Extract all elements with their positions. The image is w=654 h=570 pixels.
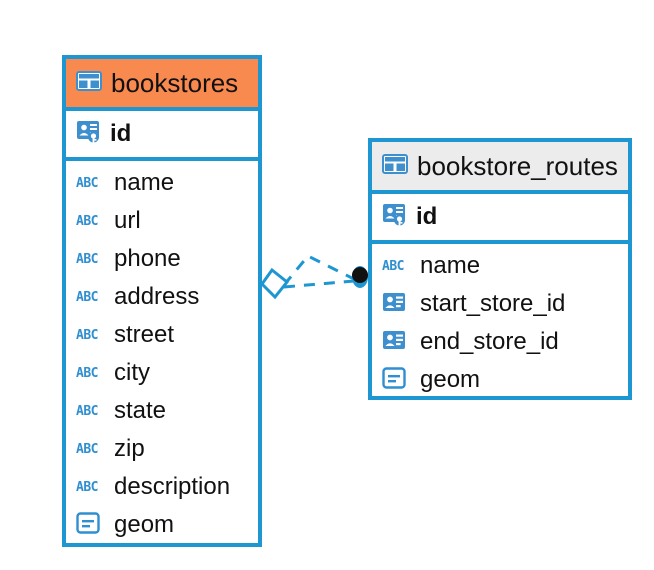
- abc-icon: ABC: [76, 213, 98, 229]
- field-row-name[interactable]: ABC name: [372, 247, 628, 285]
- pk-section-bookstore-routes: id: [372, 190, 628, 244]
- abc-icon: ABC: [76, 441, 98, 457]
- abc-icon: ABC: [76, 365, 98, 381]
- dot-filled-marker-ring: [352, 266, 368, 288]
- entity-header-bookstore-routes: bookstore_routes: [372, 142, 628, 190]
- primary-key-icon: [382, 202, 408, 233]
- field-label-name: name: [420, 252, 481, 279]
- field-label-geom: geom: [420, 366, 481, 393]
- abc-icon: ABC: [76, 327, 98, 343]
- relationship-line-lower: [283, 279, 355, 289]
- field-row-phone[interactable]: ABC phone: [66, 240, 258, 278]
- dot-filled-marker: [352, 267, 368, 283]
- geometry-icon: [76, 511, 106, 539]
- foreign-key-icon: [382, 329, 412, 356]
- entity-title-bookstore-routes: bookstore_routes: [417, 151, 618, 181]
- field-row-description[interactable]: ABC description: [66, 468, 258, 506]
- relationship-line-upper: [282, 254, 355, 286]
- field-row-id[interactable]: id: [372, 194, 628, 240]
- field-label-state: state: [114, 397, 167, 424]
- field-row-url[interactable]: ABC url: [66, 202, 258, 240]
- field-row-geom[interactable]: geom: [372, 361, 628, 399]
- field-label-geom: geom: [114, 511, 175, 538]
- field-row-geom[interactable]: geom: [66, 506, 258, 544]
- diamond-open-marker: [260, 267, 290, 300]
- field-row-address[interactable]: ABC address: [66, 278, 258, 316]
- entity-table-bookstores[interactable]: bookstores: [62, 55, 262, 547]
- table-icon: [382, 153, 408, 179]
- entity-header-bookstores: bookstores: [66, 59, 258, 107]
- field-label-end-store-id: end_store_id: [420, 328, 559, 355]
- field-row-name[interactable]: ABC name: [66, 164, 258, 202]
- field-label-phone: phone: [114, 245, 181, 272]
- field-row-end-store-id[interactable]: end_store_id: [372, 323, 628, 361]
- field-label-url: url: [114, 207, 141, 234]
- field-row-state[interactable]: ABC state: [66, 392, 258, 430]
- entity-title-bookstores: bookstores: [111, 68, 239, 98]
- field-row-id[interactable]: id: [66, 111, 258, 157]
- field-row-city[interactable]: ABC city: [66, 354, 258, 392]
- foreign-key-icon: [382, 291, 412, 318]
- field-label-name: name: [114, 169, 175, 196]
- abc-icon: ABC: [76, 251, 98, 267]
- field-label-id: id: [416, 203, 438, 230]
- field-label-city: city: [114, 359, 150, 386]
- abc-icon: ABC: [76, 289, 98, 305]
- field-label-street: street: [114, 321, 175, 348]
- field-label-id: id: [110, 120, 132, 147]
- abc-icon: ABC: [76, 479, 98, 495]
- entity-table-bookstore-routes[interactable]: bookstore_routes: [368, 138, 632, 400]
- field-row-start-store-id[interactable]: start_store_id: [372, 285, 628, 323]
- fields-section-bookstore-routes: ABC name start_store_id: [372, 244, 628, 403]
- pk-section-bookstores: id: [66, 107, 258, 161]
- abc-icon: ABC: [382, 258, 404, 274]
- field-label-description: description: [114, 473, 231, 500]
- field-row-zip[interactable]: ABC zip: [66, 430, 258, 468]
- field-row-street[interactable]: ABC street: [66, 316, 258, 354]
- table-icon: [76, 70, 102, 96]
- primary-key-icon: [76, 119, 102, 150]
- field-label-zip: zip: [114, 435, 145, 462]
- fields-section-bookstores: ABC name ABC url ABC phone ABC address A…: [66, 161, 258, 548]
- geometry-icon: [382, 366, 412, 394]
- abc-icon: ABC: [76, 175, 98, 191]
- abc-icon: ABC: [76, 403, 98, 419]
- field-label-address: address: [114, 283, 200, 310]
- field-label-start-store-id: start_store_id: [420, 290, 566, 317]
